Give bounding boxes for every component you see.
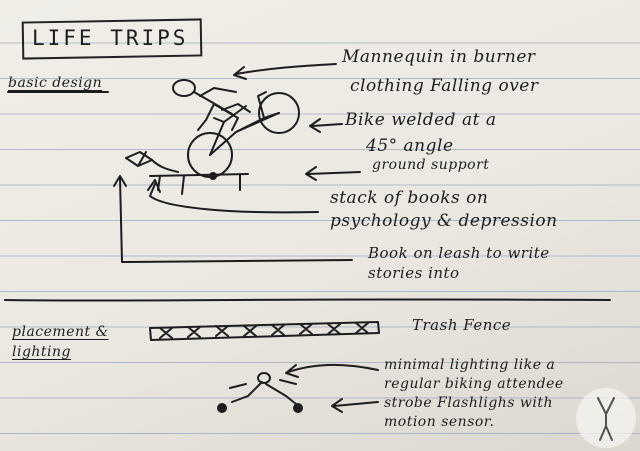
note-bike-1: Bike welded at a (345, 110, 497, 130)
ground-support (149, 172, 249, 195)
arrow-lighting (285, 363, 379, 378)
section-label-basic-design: basic design (8, 75, 103, 91)
arrow-ground (305, 166, 361, 181)
trash-fence (149, 321, 380, 341)
arrow-strobe (331, 398, 379, 413)
mannequin-figure (172, 79, 251, 131)
arrow-leash (113, 175, 353, 263)
section-label-lighting: lighting (12, 344, 72, 360)
note-leash-1: Book on leash to write (368, 244, 550, 262)
lighting-sketch (217, 372, 303, 413)
note-lighting-2: regular biking attendee (384, 376, 564, 392)
bike-drawing (187, 91, 300, 178)
page-title: LIFE TRIPS (32, 26, 189, 50)
note-bike-3: ground support (372, 157, 490, 173)
note-mannequin-1: Mannequin in burner (342, 47, 536, 67)
note-strobe-1: strobe Flashlighs with (384, 395, 554, 411)
arrow-bike (309, 118, 343, 133)
note-books-2: psychology & depression (330, 211, 558, 231)
note-strobe-2: motion sensor. (384, 414, 495, 430)
note-fence: Trash Fence (412, 316, 512, 334)
section-divider (4, 298, 611, 302)
book-on-leash (125, 151, 179, 173)
section-label-placement: placement & (12, 324, 109, 340)
watermark-figure (576, 388, 636, 448)
arrow-mannequin (233, 63, 337, 80)
note-books-1: stack of books on (330, 188, 489, 208)
arrow-books (147, 179, 319, 214)
note-leash-2: stories into (368, 264, 460, 282)
note-bike-2: 45° angle (366, 136, 454, 156)
note-mannequin-2: clothing Falling over (350, 76, 539, 96)
note-lighting-1: minimal lighting like a (384, 357, 556, 373)
